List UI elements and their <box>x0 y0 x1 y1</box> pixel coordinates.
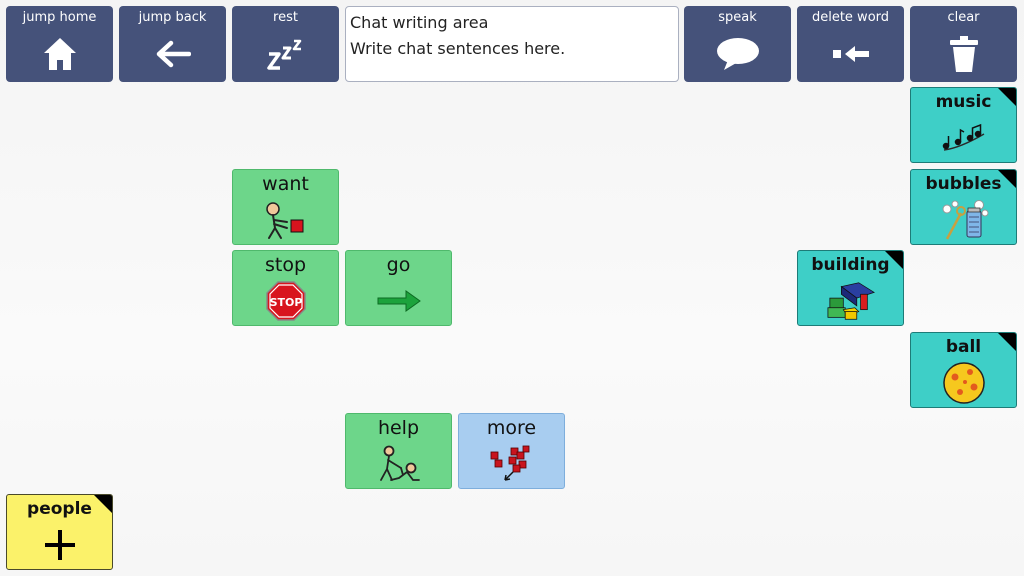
chat-writing-area[interactable]: Chat writing area Write chat sentences h… <box>345 6 679 82</box>
help-label: help <box>377 417 420 439</box>
folder-corner-marker <box>885 251 903 269</box>
go-label: go <box>386 254 411 276</box>
building-label: building <box>811 255 890 275</box>
cell-want[interactable]: want <box>232 169 339 245</box>
plus-icon <box>35 523 85 567</box>
cell-stop[interactable]: stop STOP <box>232 250 339 326</box>
jump-back-label: jump back <box>138 10 207 25</box>
building-blocks-icon <box>826 279 876 323</box>
folder-corner-marker <box>94 495 112 513</box>
delete-word-button[interactable]: delete word <box>797 6 904 82</box>
cell-help[interactable]: help <box>345 413 452 489</box>
speak-label: speak <box>718 10 757 25</box>
folder-building[interactable]: building <box>797 250 904 326</box>
music-label: music <box>935 92 992 112</box>
ball-label: ball <box>945 337 982 357</box>
arrow-right-icon <box>374 279 424 323</box>
people-label: people <box>27 499 92 519</box>
folder-corner-marker <box>998 88 1016 106</box>
stop-label: stop <box>264 254 307 276</box>
delete-arrow-icon <box>829 32 873 76</box>
folder-bubbles[interactable]: bubbles <box>910 169 1017 245</box>
clear-button[interactable]: clear <box>910 6 1017 82</box>
bubbles-icon <box>939 198 989 242</box>
cell-go[interactable]: go <box>345 250 452 326</box>
speak-button[interactable]: speak <box>684 6 791 82</box>
rest-button[interactable]: rest <box>232 6 339 82</box>
want-label: want <box>262 173 309 195</box>
jump-home-button[interactable]: jump home <box>6 6 113 82</box>
music-notes-icon <box>939 116 989 160</box>
chat-placeholder: Write chat sentences here. <box>350 39 566 58</box>
cell-more[interactable]: more <box>458 413 565 489</box>
bubbles-label: bubbles <box>925 174 1002 194</box>
chat-title: Chat writing area <box>350 13 489 32</box>
folder-people[interactable]: people <box>6 494 113 570</box>
folder-ball[interactable]: ball <box>910 332 1017 408</box>
folder-corner-marker <box>998 170 1016 188</box>
trash-icon <box>942 32 986 76</box>
delete-word-label: delete word <box>811 10 890 25</box>
jump-back-button[interactable]: jump back <box>119 6 226 82</box>
more-blocks-icon <box>487 442 537 486</box>
rest-label: rest <box>273 10 298 25</box>
svg-text:STOP: STOP <box>269 296 302 309</box>
zzz-icon <box>264 32 308 76</box>
arrow-left-icon <box>151 32 195 76</box>
stop-sign-icon: STOP <box>261 279 311 323</box>
speech-bubble-icon <box>716 32 760 76</box>
want-person-icon <box>261 198 311 242</box>
help-people-icon <box>374 442 424 486</box>
jump-home-label: jump home <box>22 10 97 25</box>
folder-corner-marker <box>998 333 1016 351</box>
clear-label: clear <box>947 10 980 25</box>
home-icon <box>38 32 82 76</box>
more-label: more <box>486 417 537 439</box>
folder-music[interactable]: music <box>910 87 1017 163</box>
ball-icon <box>939 361 989 405</box>
